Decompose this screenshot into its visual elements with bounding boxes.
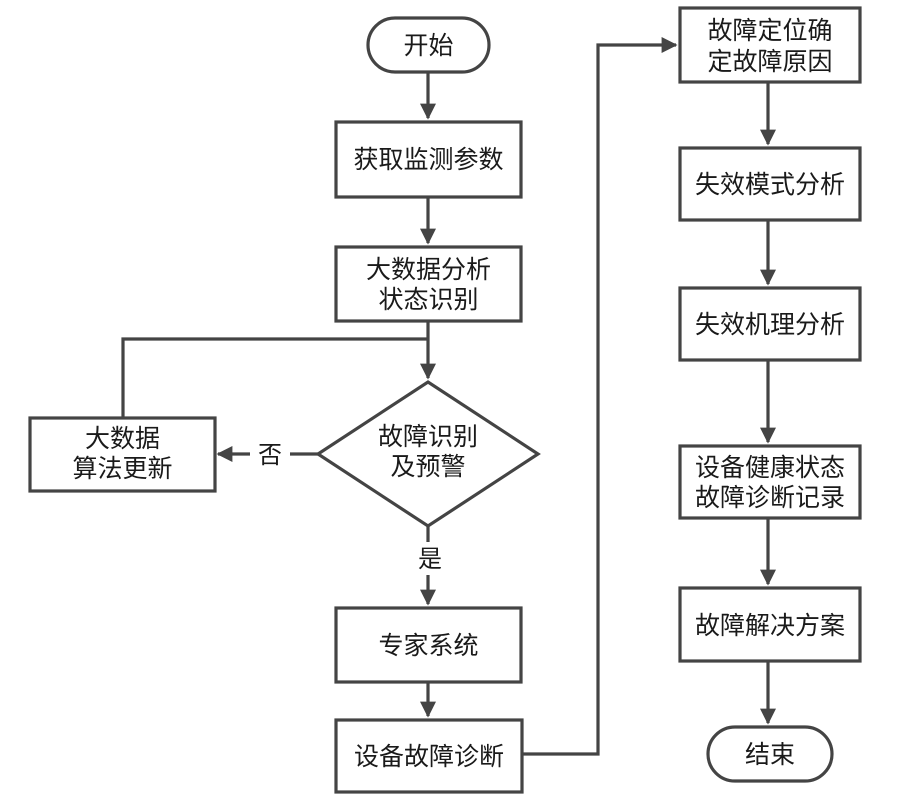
yes-label: 是 — [418, 545, 442, 573]
health-record-box — [678, 444, 862, 520]
end-terminal — [706, 725, 834, 783]
failure-mechanism-label: 失效机理分析 — [695, 310, 845, 339]
bigdata-analysis-label-1: 大数据分析 — [366, 255, 491, 284]
diagnosis-label: 设备故障诊断 — [354, 742, 504, 771]
solution-label: 故障解决方案 — [695, 611, 845, 640]
solution-box — [678, 586, 862, 663]
fault-decision-label-2: 及预警 — [390, 452, 465, 481]
start-terminal — [366, 16, 491, 74]
algorithm-update-label-2: 算法更新 — [72, 454, 172, 483]
expert-system-box — [334, 606, 523, 684]
loop-update-to-bigdata — [121, 337, 428, 418]
start-label: 开始 — [403, 31, 453, 60]
bigdata-analysis-label-2: 状态识别 — [378, 285, 478, 314]
expert-system-label: 专家系统 — [378, 631, 478, 660]
arrow-diagnose-to-locate — [522, 37, 678, 756]
connectors — [121, 37, 776, 756]
failure-mode-box — [678, 146, 862, 222]
fault-locate-label-2: 定故障原因 — [707, 47, 832, 76]
no-label: 否 — [258, 441, 282, 469]
end-label: 结束 — [745, 740, 795, 769]
get-params-label: 获取监测参数 — [353, 145, 503, 174]
diagnosis-box — [334, 718, 524, 794]
fault-decision-label-1: 故障识别 — [378, 422, 478, 451]
bigdata-analysis-box — [334, 245, 523, 323]
algorithm-update-box — [28, 416, 217, 493]
fault-locate-label-1: 故障定位确 — [707, 16, 832, 45]
get-params-box — [334, 120, 523, 199]
health-record-label-1: 设备健康状态 — [695, 453, 845, 482]
fault-decision-diamond — [315, 380, 541, 528]
health-record-label-2: 故障诊断记录 — [695, 483, 845, 512]
failure-mechanism-box — [678, 286, 862, 362]
failure-mode-label: 失效模式分析 — [695, 170, 845, 199]
fault-locate-box — [678, 6, 862, 84]
algorithm-update-label-1: 大数据 — [85, 424, 160, 453]
